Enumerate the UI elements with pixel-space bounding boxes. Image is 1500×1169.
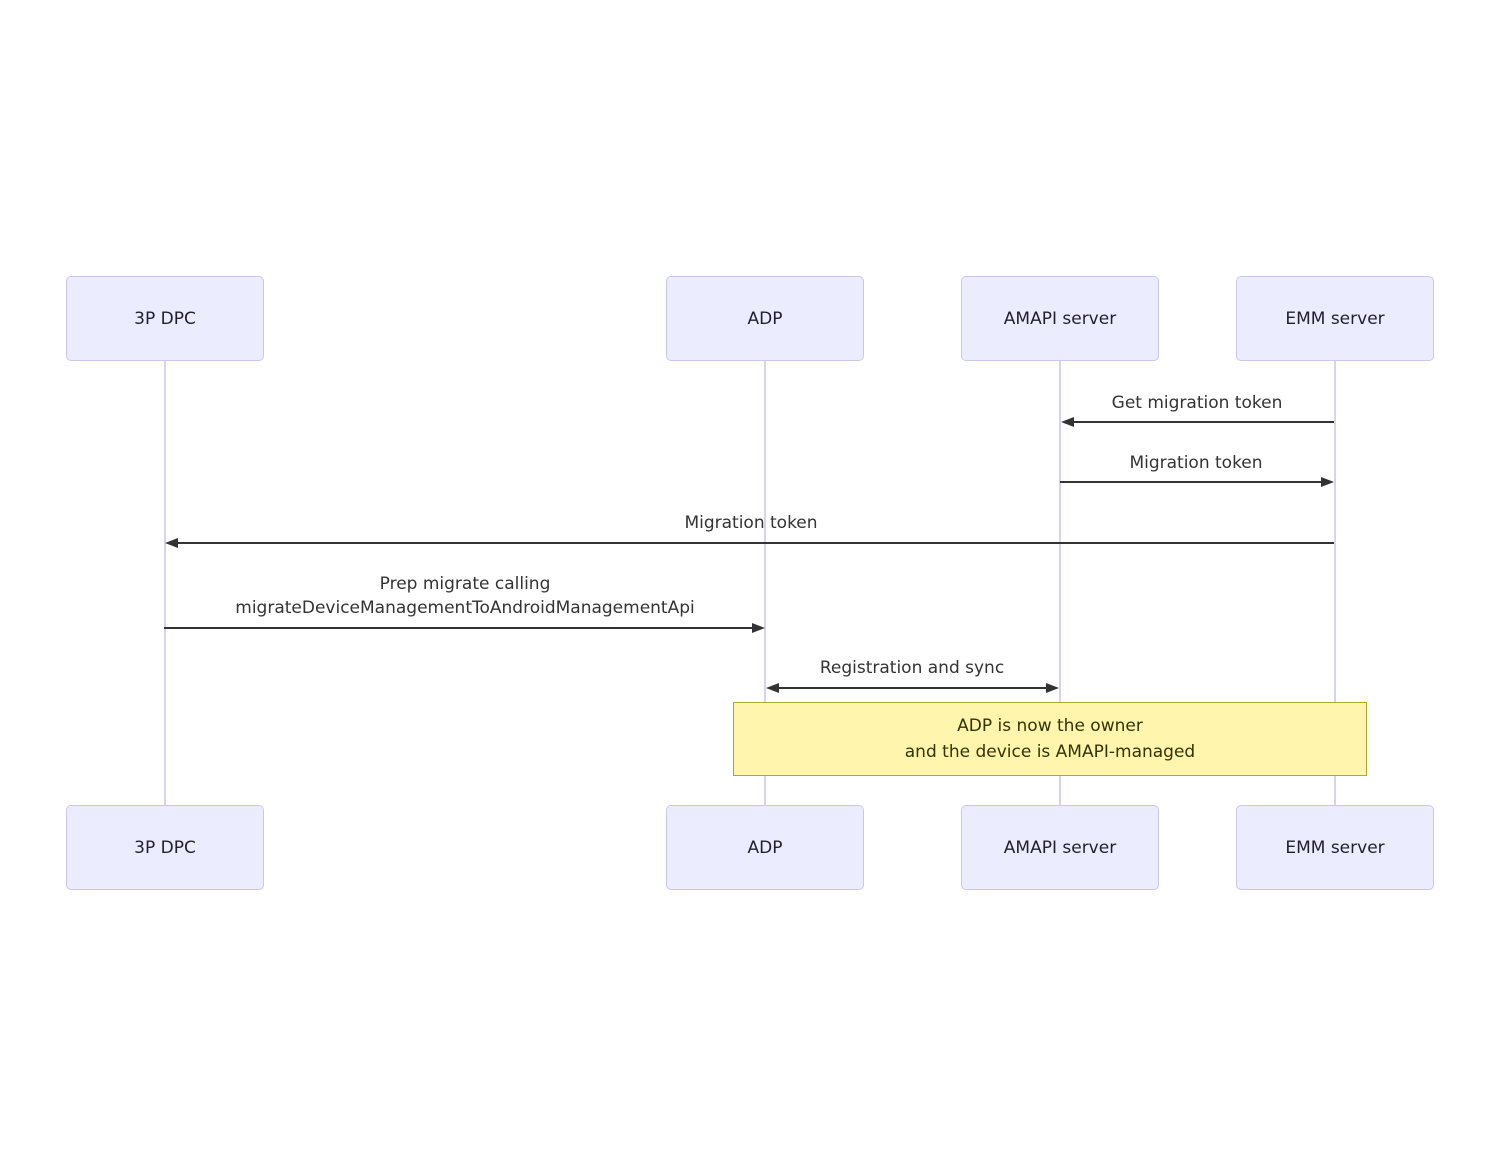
message-line xyxy=(1060,481,1328,483)
arrowhead-left-icon xyxy=(165,538,178,548)
actor-label: ADP xyxy=(747,308,783,329)
message-label: Get migration token xyxy=(1111,393,1283,413)
actor-label: AMAPI server xyxy=(1003,308,1117,329)
message-line xyxy=(1066,421,1334,423)
lifeline-3p-dpc xyxy=(164,360,166,806)
actor-top-3p-dpc: 3P DPC xyxy=(66,276,264,361)
actor-label: ADP xyxy=(747,837,783,858)
actor-bottom-amapi-server: AMAPI server xyxy=(961,805,1159,890)
message-label-line2: migrateDeviceManagementToAndroidManageme… xyxy=(235,598,695,618)
actor-label: EMM server xyxy=(1285,308,1385,329)
note-line2: and the device is AMAPI-managed xyxy=(904,742,1196,762)
message-label: Prep migrate calling migrateDeviceManage… xyxy=(235,572,694,620)
arrowhead-right-icon xyxy=(752,623,765,633)
note-adp-owner: ADP is now the owner and the device is A… xyxy=(733,702,1367,776)
message-label: Migration token xyxy=(1129,453,1263,473)
note-line1: ADP is now the owner xyxy=(957,716,1143,736)
message-label-line1: Prep migrate calling xyxy=(379,574,551,594)
actor-label: 3P DPC xyxy=(134,837,196,858)
actor-top-adp: ADP xyxy=(666,276,864,361)
message-line xyxy=(170,542,1334,544)
actor-label: 3P DPC xyxy=(134,308,196,329)
actor-top-amapi-server: AMAPI server xyxy=(961,276,1159,361)
actor-label: AMAPI server xyxy=(1003,837,1117,858)
message-line xyxy=(772,687,1053,689)
arrowhead-right-icon xyxy=(1321,477,1334,487)
actor-label: EMM server xyxy=(1285,837,1385,858)
lifeline-emm-server xyxy=(1334,360,1336,806)
lifeline-amapi-server xyxy=(1059,360,1061,806)
message-label: Migration token xyxy=(684,513,818,533)
message-line xyxy=(164,627,758,629)
lifeline-adp xyxy=(764,360,766,806)
actor-top-emm-server: EMM server xyxy=(1236,276,1434,361)
message-label: Registration and sync xyxy=(819,658,1005,678)
actor-bottom-3p-dpc: 3P DPC xyxy=(66,805,264,890)
arrowhead-left-icon xyxy=(1061,417,1074,427)
actor-bottom-adp: ADP xyxy=(666,805,864,890)
actor-bottom-emm-server: EMM server xyxy=(1236,805,1434,890)
arrowhead-left-icon xyxy=(766,683,779,693)
arrowhead-right-icon xyxy=(1046,683,1059,693)
